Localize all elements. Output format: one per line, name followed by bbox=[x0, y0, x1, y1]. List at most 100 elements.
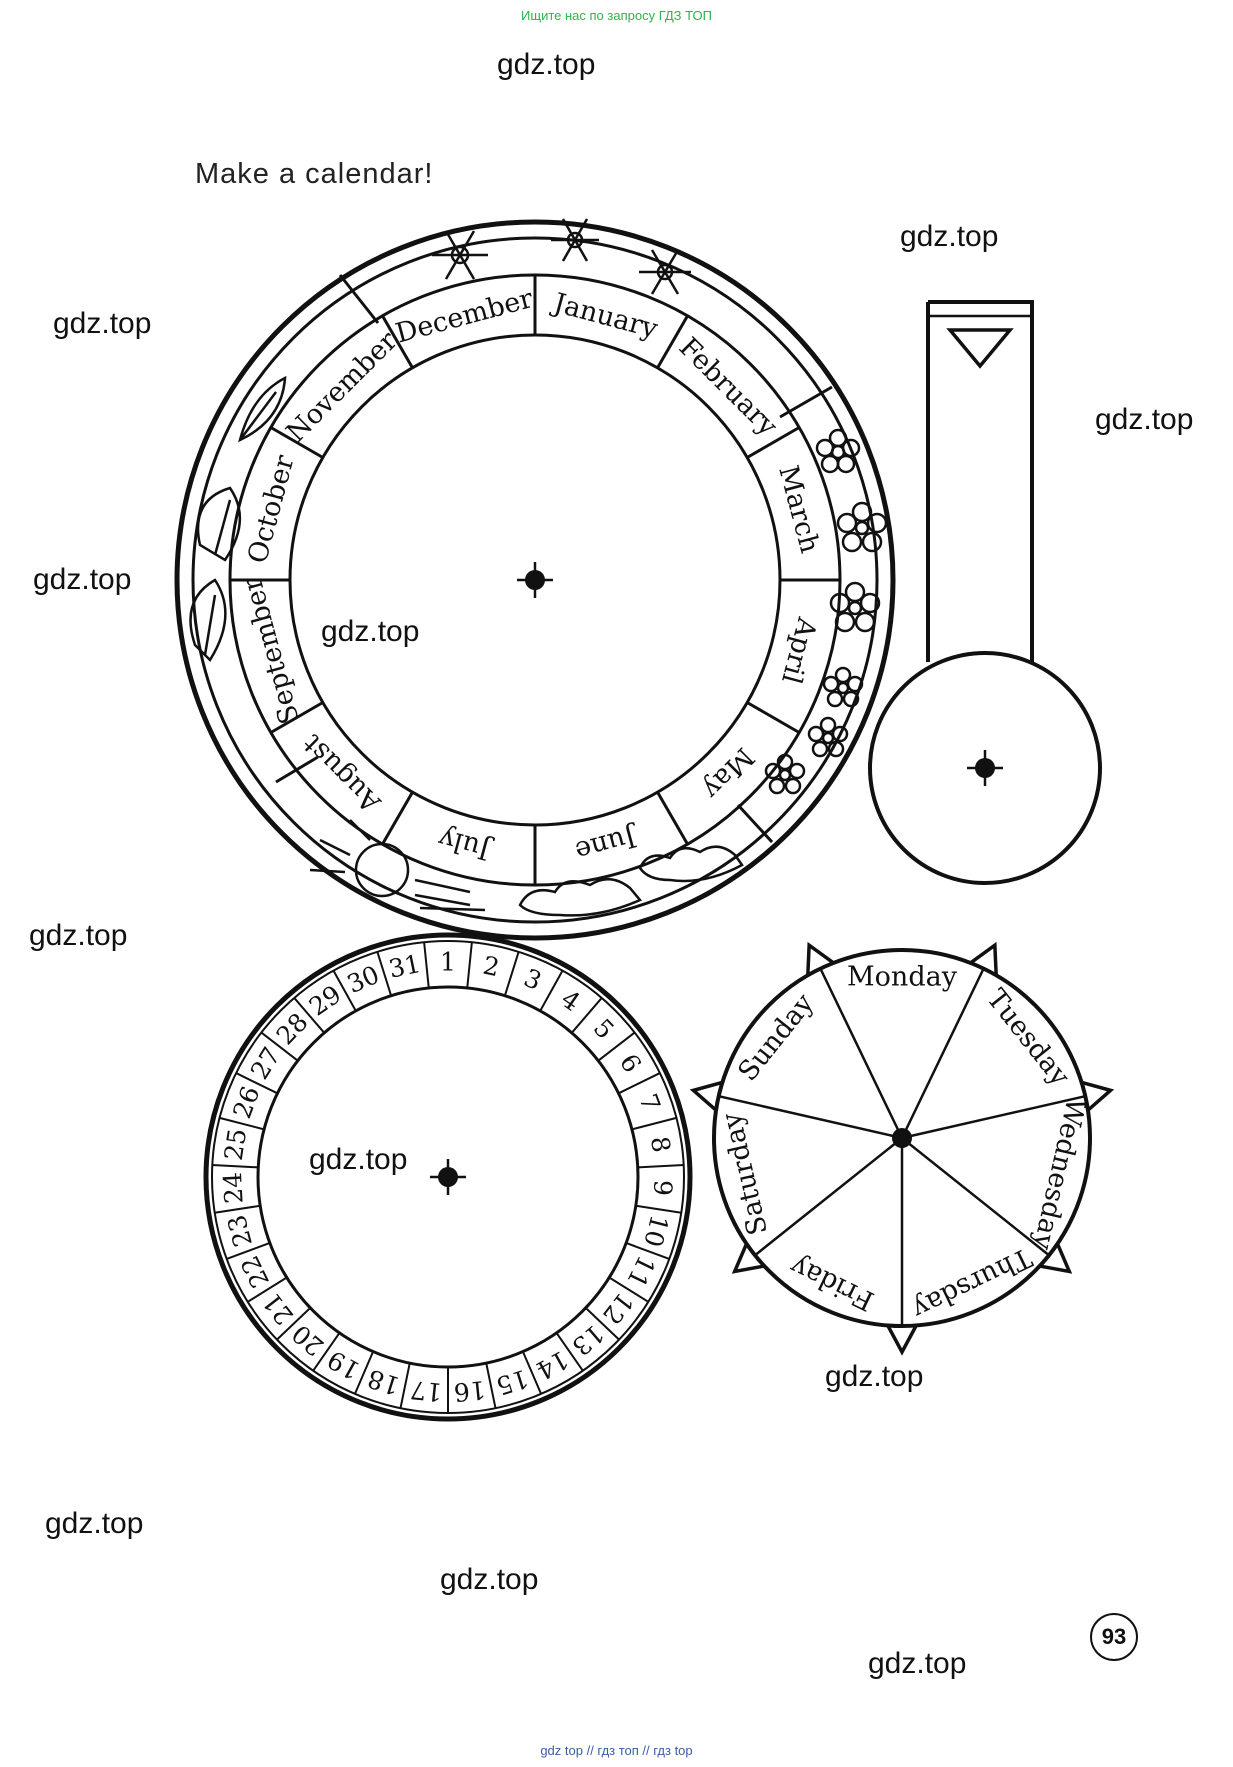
date-label: 24 bbox=[218, 1171, 249, 1204]
date-label: 9 bbox=[648, 1179, 678, 1196]
date-divider bbox=[293, 997, 325, 1034]
date-divider bbox=[635, 1204, 682, 1214]
date-label: 2 bbox=[481, 951, 502, 983]
date-divider bbox=[522, 1351, 542, 1395]
flower-icon bbox=[764, 428, 888, 795]
weekday-divider bbox=[900, 968, 985, 1139]
date-divider bbox=[226, 1242, 271, 1260]
date-divider bbox=[555, 1332, 584, 1372]
date-divider bbox=[214, 1204, 261, 1214]
month-label: December bbox=[392, 283, 536, 349]
month-label: February bbox=[673, 332, 784, 443]
date-label: 1 bbox=[440, 948, 456, 977]
watermark: gdz.top bbox=[497, 48, 596, 81]
date-label: 8 bbox=[645, 1134, 676, 1154]
date-divider bbox=[276, 1307, 311, 1341]
page-number: 93 bbox=[1090, 1613, 1138, 1661]
date-label: 3 bbox=[520, 963, 546, 996]
date-divider bbox=[485, 1362, 497, 1409]
date-divider bbox=[332, 970, 357, 1012]
month-divider bbox=[381, 315, 414, 369]
month-label: June bbox=[572, 820, 642, 867]
date-label: 31 bbox=[386, 949, 423, 984]
date-divider bbox=[376, 951, 393, 997]
date-divider bbox=[539, 970, 564, 1012]
season-dividers bbox=[275, 274, 833, 844]
watermark: gdz.top bbox=[33, 563, 132, 596]
watermark: gdz.top bbox=[900, 220, 999, 253]
weekday-divider bbox=[754, 1137, 903, 1257]
date-label: 30 bbox=[343, 960, 384, 999]
month-label: March bbox=[772, 462, 825, 556]
date-divider bbox=[637, 1164, 684, 1169]
date-label: 17 bbox=[409, 1375, 444, 1407]
date-label: 22 bbox=[235, 1251, 275, 1292]
month-divider bbox=[656, 315, 689, 369]
leaf-icon bbox=[189, 375, 287, 662]
month-divider bbox=[270, 426, 324, 459]
date-label: 23 bbox=[222, 1212, 258, 1250]
center-pin-icon bbox=[967, 750, 1003, 786]
date-label: 11 bbox=[621, 1251, 661, 1292]
top-note: Ищите нас по запросу ГДЗ ТОП bbox=[521, 8, 712, 23]
watermark: gdz.top bbox=[321, 615, 420, 648]
date-divider bbox=[399, 1362, 411, 1409]
date-label: 16 bbox=[452, 1375, 487, 1407]
date-label: 10 bbox=[638, 1212, 674, 1250]
date-divider bbox=[631, 1116, 677, 1131]
month-divider bbox=[746, 701, 800, 734]
date-divider bbox=[503, 951, 520, 997]
date-divider bbox=[260, 1031, 299, 1062]
date-label: 5 bbox=[588, 1013, 620, 1045]
pointer-arm bbox=[868, 300, 1102, 885]
center-pin-icon bbox=[517, 562, 553, 598]
watermark: gdz.top bbox=[45, 1507, 144, 1540]
month-label: April bbox=[775, 613, 823, 687]
weekday-wheel: MondayTuesdayWednesdayThursdayFridaySatu… bbox=[689, 941, 1115, 1356]
weekday-divider bbox=[901, 1094, 1086, 1140]
date-divider bbox=[212, 1164, 259, 1169]
date-divider bbox=[247, 1276, 288, 1303]
date-label: 4 bbox=[556, 984, 586, 1017]
date-divider bbox=[466, 942, 473, 989]
month-divider bbox=[381, 791, 414, 845]
date-divider bbox=[585, 1307, 620, 1341]
weekday-divider bbox=[901, 1137, 1050, 1257]
date-label: 18 bbox=[364, 1364, 403, 1401]
footer-links: gdz top // гдз топ // гдз top bbox=[540, 1743, 693, 1758]
date-divider bbox=[571, 997, 603, 1034]
date-label: 25 bbox=[219, 1127, 252, 1163]
page-title: Make a calendar! bbox=[195, 158, 434, 190]
watermark: gdz.top bbox=[53, 307, 152, 340]
date-label: 7 bbox=[633, 1090, 666, 1115]
month-divider bbox=[270, 701, 324, 734]
weekday-divider bbox=[819, 968, 904, 1139]
date-divider bbox=[597, 1031, 636, 1062]
month-label: September bbox=[237, 574, 306, 727]
date-divider bbox=[608, 1276, 649, 1303]
month-label: August bbox=[297, 728, 388, 819]
date-divider bbox=[312, 1332, 341, 1372]
weekday-label: Monday bbox=[847, 962, 958, 993]
watermark: gdz.top bbox=[309, 1143, 408, 1176]
date-label: 26 bbox=[227, 1082, 265, 1122]
date-divider bbox=[625, 1242, 670, 1260]
month-label: July bbox=[434, 822, 496, 866]
month-divider bbox=[656, 791, 689, 845]
date-label: 19 bbox=[323, 1345, 365, 1386]
watermark: gdz.top bbox=[868, 1647, 967, 1680]
weekday-divider bbox=[718, 1094, 903, 1140]
snowflake-icon bbox=[432, 218, 691, 295]
watermark: gdz.top bbox=[825, 1360, 924, 1393]
date-divider bbox=[423, 942, 430, 989]
date-divider bbox=[618, 1072, 661, 1095]
date-label: 15 bbox=[493, 1364, 532, 1401]
center-pin-icon bbox=[892, 1128, 912, 1148]
pointer-triangle-icon bbox=[946, 328, 1014, 369]
date-label: 6 bbox=[614, 1049, 647, 1078]
center-pin-icon bbox=[430, 1159, 466, 1195]
cloud-icon bbox=[518, 845, 744, 917]
